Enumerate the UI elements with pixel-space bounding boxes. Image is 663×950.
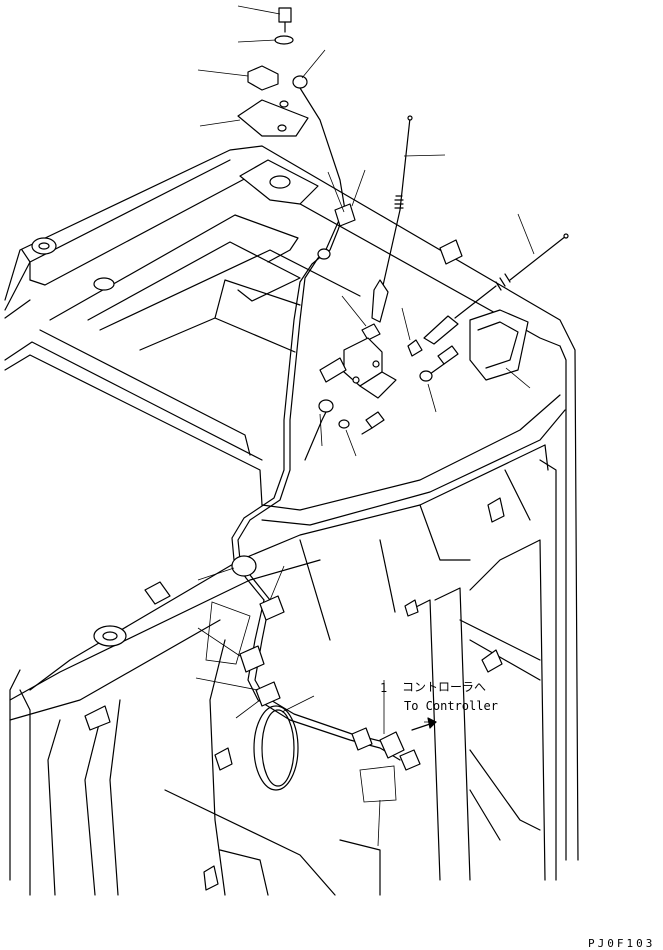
leader-lines bbox=[195, 5, 535, 847]
callout-number: 1 bbox=[380, 681, 387, 695]
drawing-code: PJ0F103 bbox=[588, 937, 655, 950]
side-window-frame bbox=[409, 459, 557, 881]
misc-fittings bbox=[31, 237, 505, 891]
controller-label-jp: コントローラへ bbox=[402, 680, 486, 694]
cab-roof bbox=[4, 145, 579, 861]
cab-front-frame bbox=[9, 394, 566, 896]
wiring-harness bbox=[231, 203, 421, 791]
antenna-base bbox=[319, 309, 529, 435]
antenna-bracket-assembly bbox=[237, 7, 346, 211]
antenna-rods bbox=[361, 115, 569, 357]
controller-label-en: To Controller bbox=[404, 699, 498, 713]
